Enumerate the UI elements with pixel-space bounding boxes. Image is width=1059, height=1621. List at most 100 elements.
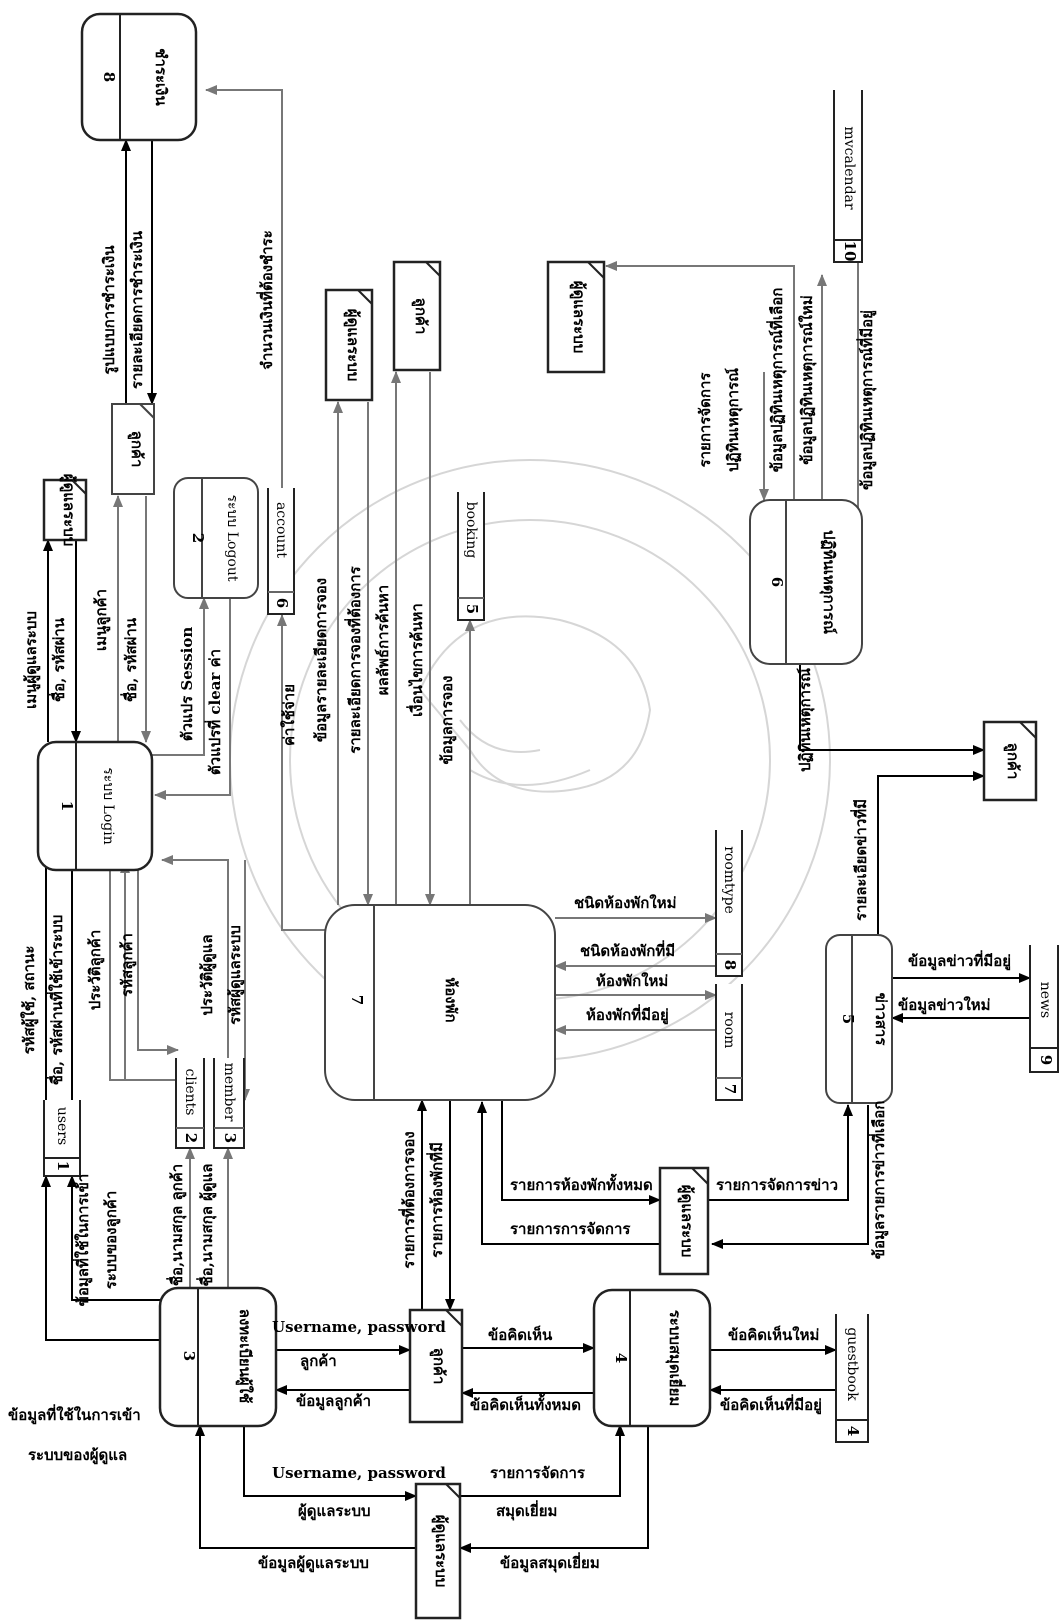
flow-label: ห้องพักที่มีอยู่	[586, 1004, 669, 1025]
flow-label: ข้อคิดเห็น	[488, 1325, 553, 1344]
external-admin-top[interactable]: ผู้ดูแลระบบ	[42, 474, 88, 547]
flow-label: ปฏิทินเหตุการณ์	[724, 368, 743, 472]
store-number: 6	[273, 598, 291, 608]
flow-label: รหัสลูกค้า	[118, 933, 137, 997]
external-admin-middle-top[interactable]: ผู้ดูแลระบบ	[324, 288, 374, 402]
external-admin-middle[interactable]: ผู้ดูแลระบบ	[658, 1166, 710, 1276]
process-guestbook[interactable]: 4 ระบบสมุดเยี่ยม	[592, 1288, 712, 1428]
external-admin-bottom[interactable]: ผู้ดูแลระบบ	[414, 1482, 462, 1620]
process-name: ลงทะเบียนผู้ใช้	[235, 1309, 254, 1403]
flow-label: ข้อมูลลูกค้า	[296, 1392, 371, 1411]
flow-label: ข้อมูลผู้ดูแลระบบ	[258, 1554, 369, 1573]
flow-label: รหัสผู้ดูแลระบบ	[226, 925, 245, 1025]
process-news[interactable]: 5 ข่าวสาร	[825, 934, 893, 1104]
flow-label: ประวัติผู้ดูแล	[198, 934, 217, 1015]
store-guestbook[interactable]: 4 guestbook	[835, 1314, 869, 1443]
store-number: 7	[721, 1084, 739, 1094]
flow-label: ผู้ดูแลระบบ	[298, 1502, 371, 1521]
process-number: 7	[348, 995, 366, 1005]
process-number: 4	[612, 1353, 630, 1363]
flow-label: รายละเอียดการจองที่ต้องการ	[344, 565, 364, 753]
flow-label: รายการจัดการ	[490, 1464, 586, 1482]
process-number: 6	[768, 577, 786, 587]
store-name: news	[1037, 982, 1053, 1018]
external-admin-right[interactable]: ผู้ดูแลระบบ	[546, 260, 606, 374]
flow-label: จำนวนเงินที่ต้องชำระ	[256, 230, 276, 370]
store-number: 4	[844, 1426, 862, 1436]
flow-label: ชื่อ, รหัสผ่าน	[48, 617, 68, 702]
flow-label: สมุดเยี่ยม	[496, 1500, 557, 1521]
flow-label: ปฏิทินเหตุการณ์	[796, 668, 815, 772]
flow-label: ชื่อ, รหัสผ่านที่ใช้เข้าระบบ	[46, 915, 66, 1086]
entity-label: ผู้ดูแลระบบ	[431, 1515, 450, 1588]
flow-label: ข้อมูลการจอง	[438, 675, 457, 764]
process-calendar[interactable]: 6 ปฏิทินเหตุการณ์	[749, 499, 863, 665]
store-number: 10	[841, 241, 859, 262]
store-name: users	[54, 1107, 70, 1145]
store-name: guestbook	[844, 1327, 860, 1401]
external-customer-middle-top[interactable]: ลูกค้า	[392, 260, 442, 372]
flow-label: ข้อมูลปฏิทินเหตุการณ์ที่เลือก	[766, 288, 787, 473]
external-customer-bottom[interactable]: ลูกค้า	[408, 1308, 464, 1424]
flow-label: ข้อมูลปฏิทินเหตุการณ์ใหม่	[798, 295, 817, 464]
store-mvcalendar[interactable]: 10 mvcalendar	[833, 90, 863, 263]
entity-label: ผู้ดูแลระบบ	[569, 281, 588, 354]
store-room[interactable]: 7 room	[715, 984, 743, 1101]
flow-label: ข้อคิดเห็นใหม่	[728, 1325, 819, 1344]
process-name: ห้องพัก	[442, 977, 460, 1022]
process-name: ชำระเงิน	[152, 48, 170, 106]
external-customer-right[interactable]: ลูกค้า	[982, 720, 1038, 802]
store-news[interactable]: 9 news	[1029, 945, 1059, 1073]
store-booking[interactable]: 5 booking	[457, 492, 485, 621]
store-number: 9	[1037, 1055, 1055, 1065]
flow-label: เมนูลูกค้า	[92, 589, 111, 651]
flow-label: เงื่อนไขการค้นหา	[406, 603, 426, 717]
flow-label: รายการจัดการข่าว	[716, 1176, 838, 1194]
flow-label: ข้อคิดเห็นที่มีอยู่	[720, 1394, 822, 1415]
flow-label: ข้อมูลรายละเอียดการจอง	[312, 578, 331, 742]
process-rooms[interactable]: 7 ห้องพัก	[324, 904, 556, 1101]
flow-label: รายการจัดการ	[696, 372, 714, 468]
process-number: 1	[58, 801, 76, 811]
process-number: 8	[100, 72, 118, 82]
store-name: booking	[463, 502, 479, 559]
store-clients[interactable]: 2 clients	[175, 1058, 205, 1149]
store-name: account	[273, 502, 289, 558]
store-roomtype[interactable]: 8 roomtype	[715, 830, 743, 977]
store-member[interactable]: 3 member	[213, 1058, 245, 1149]
flow-label: รายการที่ต้องการจอง	[398, 1131, 418, 1268]
flow-label: ชนิดห้องพักใหม่	[574, 894, 676, 912]
flow-label: ข้อคิดเห็นทั้งหมด	[470, 1393, 581, 1414]
store-account[interactable]: 6 account	[267, 488, 295, 615]
flow-label: Username, password	[272, 1318, 446, 1336]
flow-label: ข้อมูลที่ใช้ในการเข้า	[8, 1404, 141, 1425]
flow-label: รายการการจัดการ	[510, 1220, 631, 1238]
flow-label: รหัสผู้ใช้, สถานะ	[20, 946, 39, 1055]
flow-label: รายละเอียดการชำระเงิน	[128, 230, 146, 389]
flow-label: ตัวแปรที่ clear ค่า	[204, 649, 224, 775]
process-number: 2	[189, 533, 207, 543]
flow-label: ระบบของลูกค้า	[102, 1191, 121, 1289]
external-customer-top-left[interactable]: ลูกค้า	[111, 403, 155, 495]
flow-label: ข้อมูลข่าวที่มีอยู่	[908, 950, 1011, 971]
flow-label: รูปแบบการชำระเงิน	[100, 245, 119, 375]
flow-label: ชื่อ, รหัสผ่าน	[120, 617, 140, 702]
flow-label: ตัวแปร Session	[178, 627, 196, 742]
process-login[interactable]: 1 ระบบ Login	[36, 740, 154, 872]
flow-label: ข้อมูลที่ใช้ในการเข้า	[72, 1174, 93, 1307]
store-number: 5	[463, 604, 481, 614]
flow-label: ข้อมูลสมุดเยี่ยม	[500, 1552, 600, 1573]
flow-lines	[41, 85, 1031, 1553]
store-number: 8	[721, 960, 739, 970]
entity-label: ลูกค้า	[411, 298, 430, 335]
process-payment[interactable]: 8 ชำระเงิน	[80, 12, 198, 142]
flow-label: ระบบของผู้ดูแล	[28, 1446, 127, 1465]
process-register[interactable]: 3 ลงทะเบียนผู้ใช้	[158, 1286, 278, 1428]
store-name: member	[221, 1063, 237, 1122]
process-logout[interactable]: 2 ระบบ Logout	[173, 477, 259, 599]
store-users[interactable]: 1 users	[43, 1100, 81, 1177]
flow-label: ชื่อ,นามสกุล ลูกค้า	[166, 1164, 187, 1286]
process-name: ปฏิทินเหตุการณ์	[819, 530, 838, 634]
store-number: 2	[182, 1133, 200, 1143]
